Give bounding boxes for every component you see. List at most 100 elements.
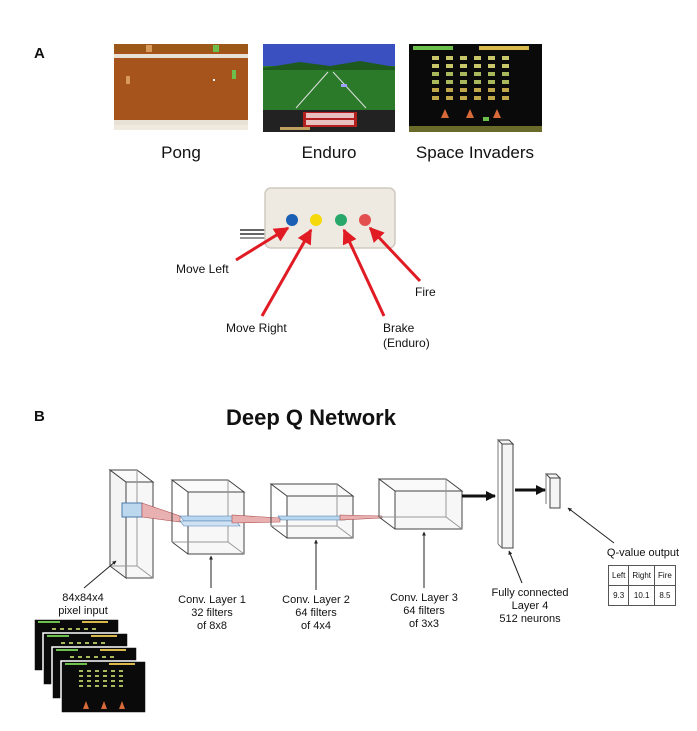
q-header-right: Right xyxy=(628,565,656,586)
invader-sprite xyxy=(502,96,509,100)
input-label-line-2: pixel input xyxy=(58,605,108,617)
invaders-grid xyxy=(432,56,509,100)
arrow-move-right xyxy=(260,228,313,317)
invaders-bottom xyxy=(409,109,542,132)
q-header-left: Left xyxy=(607,565,630,586)
invader-sprite xyxy=(502,88,509,92)
invader-sprite xyxy=(488,56,495,60)
q-header-fire: Fire xyxy=(654,565,676,586)
invader-sprite xyxy=(502,64,509,68)
invader-sprite xyxy=(446,64,453,68)
invader-sprite xyxy=(502,56,509,60)
invader-sprite xyxy=(474,72,481,76)
conv-layer-2-line-3: of 4x4 xyxy=(301,620,331,632)
invader-sprite xyxy=(446,80,453,84)
invader-sprite xyxy=(432,56,439,60)
q-table-value-row: 9.3 10.1 8.5 xyxy=(607,585,676,606)
invader-sprite xyxy=(502,72,509,76)
pong-screenshot xyxy=(114,44,248,130)
controller-body xyxy=(264,187,396,249)
q-value-fire: 8.5 xyxy=(654,585,676,606)
invader-sprite xyxy=(432,96,439,100)
invader-sprite xyxy=(446,96,453,100)
game-label-space-invaders: Space Invaders xyxy=(415,143,535,162)
invader-sprite xyxy=(488,64,495,68)
label-brake: Brake (Enduro) xyxy=(383,321,430,351)
conv-layer-2-line-2: 64 filters xyxy=(295,607,337,619)
conv-layer-2-volume xyxy=(269,483,355,539)
invader-sprite xyxy=(460,96,467,100)
q-value-output-label: Q-value output xyxy=(606,547,680,559)
invader-sprite xyxy=(474,96,481,100)
label-brake-note: (Enduro) xyxy=(383,336,430,350)
invader-sprite xyxy=(474,88,481,92)
invader-sprite xyxy=(460,56,467,60)
output-volume xyxy=(544,473,562,509)
label-brake-main: Brake xyxy=(383,321,415,335)
conv-layer-2-line-1: Conv. Layer 2 xyxy=(282,594,350,606)
move-left-button xyxy=(286,214,298,226)
conv-layer-1-line-3: of 8x8 xyxy=(197,620,227,632)
q-value-table: Left Right Fire 9.3 10.1 8.5 xyxy=(607,565,676,606)
invader-sprite xyxy=(488,88,495,92)
invader-sprite xyxy=(460,72,467,76)
arrow-brake xyxy=(342,228,386,317)
conv-layer-1-line-2: 32 filters xyxy=(191,607,233,619)
invader-sprite xyxy=(474,64,481,68)
receptive-field-3 xyxy=(339,514,383,521)
conv-layer-3-line-3: of 3x3 xyxy=(409,618,439,630)
fc-layer-volume xyxy=(496,439,515,549)
invader-sprite xyxy=(446,88,453,92)
pointer-output xyxy=(567,507,615,544)
invader-sprite xyxy=(460,80,467,84)
game-label-pong: Pong xyxy=(161,143,201,162)
invader-sprite xyxy=(432,80,439,84)
conv-layer-3-volume xyxy=(377,478,464,530)
panel-a-letter: A xyxy=(34,45,45,62)
panel-b-letter: B xyxy=(34,408,45,425)
controller-cable xyxy=(240,229,265,239)
brake-button xyxy=(335,214,347,226)
conv-layer-3-label: Conv. Layer 3 64 filters of 3x3 xyxy=(383,592,465,631)
invader-sprite xyxy=(432,88,439,92)
network-title: Deep Q Network xyxy=(226,405,396,430)
enduro-screenshot xyxy=(263,44,395,132)
receptive-field-2 xyxy=(231,514,281,524)
invader-sprite xyxy=(488,96,495,100)
input-volume xyxy=(108,469,155,579)
pointer-input xyxy=(83,560,117,589)
receptive-field-1 xyxy=(141,502,181,523)
conv-layer-2-label: Conv. Layer 2 64 filters of 4x4 xyxy=(275,594,357,633)
label-fire: Fire xyxy=(415,285,436,299)
label-move-right: Move Right xyxy=(226,321,287,335)
arrow-move-left xyxy=(235,226,290,262)
q-table-header-row: Left Right Fire xyxy=(607,565,676,586)
invader-sprite xyxy=(446,56,453,60)
input-label: 84x84x4 pixel input xyxy=(48,592,118,618)
conv-layer-3-line-2: 64 filters xyxy=(403,605,445,617)
fc-layer-line-3: 512 neurons xyxy=(499,613,561,625)
invader-sprite xyxy=(460,88,467,92)
conv-layer-1-label: Conv. Layer 1 32 filters of 8x8 xyxy=(171,594,253,633)
invader-sprite xyxy=(460,64,467,68)
input-label-line-1: 84x84x4 xyxy=(62,592,104,604)
game-label-enduro: Enduro xyxy=(301,143,357,162)
fc-layer-label: Fully connected Layer 4 512 neurons xyxy=(482,587,578,626)
invader-sprite xyxy=(432,72,439,76)
q-value-right: 10.1 xyxy=(628,585,656,606)
conv-layer-1-line-1: Conv. Layer 1 xyxy=(178,594,246,606)
input-frame xyxy=(60,660,147,714)
input-frame-stack xyxy=(33,618,147,714)
fc-layer-line-2: Layer 4 xyxy=(511,600,549,612)
conv-layer-3-line-1: Conv. Layer 3 xyxy=(390,592,458,604)
invader-sprite xyxy=(488,72,495,76)
invader-sprite xyxy=(474,56,481,60)
invader-sprite xyxy=(502,80,509,84)
arrow-fire xyxy=(368,226,422,283)
pointer-fc xyxy=(508,550,523,584)
move-right-button xyxy=(310,214,322,226)
invader-sprite xyxy=(488,80,495,84)
